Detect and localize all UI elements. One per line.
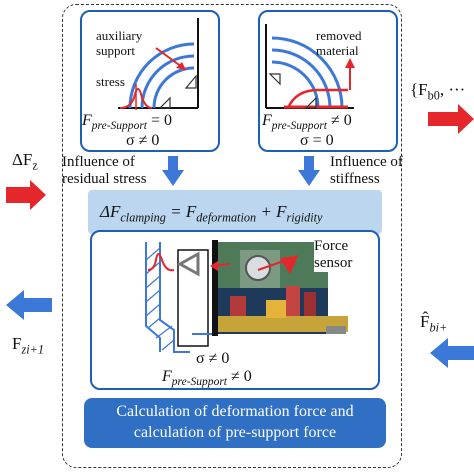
calculation-box: Calculation of deformation force and cal… xyxy=(84,398,386,448)
red-arrow-right-icon xyxy=(6,180,46,210)
blue-arrow-left-icon-2 xyxy=(430,338,474,368)
calculation-line-1: Calculation of deformation force and xyxy=(116,403,354,420)
down-arrow-left-icon xyxy=(162,156,184,186)
removed-material-drawing xyxy=(265,24,355,109)
sigma-right: σ = 0 xyxy=(300,132,334,149)
panel-removed-material xyxy=(258,10,398,152)
influence-stiffness-label: Influence of stiffness xyxy=(330,154,403,187)
red-arrow-right-icon-2 xyxy=(428,104,474,134)
delta-fz-label: ΔFz xyxy=(12,150,38,173)
fz-next-label: Fzi+1 xyxy=(12,334,45,357)
down-arrow-right-icon xyxy=(298,156,320,186)
clamping-force-formula: ΔFclamping = Fdeformation + Frigidity xyxy=(100,202,323,225)
support-ring-drawing xyxy=(118,18,199,110)
pre-support-equation-bottom: Fpre-Support ≠ 0 xyxy=(162,368,252,389)
pre-support-equation-right: Fpre-Support ≠ 0 xyxy=(262,112,352,133)
fixture-drawing xyxy=(145,240,348,353)
calculation-line-2: calculation of pre-support force xyxy=(133,424,337,441)
blue-arrow-left-icon xyxy=(6,290,52,320)
pre-support-equation-left: Fpre-Support = 0 xyxy=(82,112,173,133)
sigma-left: σ ≠ 0 xyxy=(126,132,160,149)
removed-material-label: removed material xyxy=(316,28,362,58)
panel-with-support xyxy=(80,10,220,152)
sigma-bottom: σ ≠ 0 xyxy=(196,350,230,367)
clamping-force-formula-box xyxy=(88,190,382,234)
fb-hat-label: F̂bi+ xyxy=(420,312,448,335)
influence-residual-stress-label: Influence of residual stress xyxy=(62,154,147,187)
dashed-container xyxy=(62,4,402,468)
force-sensor-label: Force sensor xyxy=(314,238,353,272)
fb-set-label: {Fb0, ··· xyxy=(410,80,466,103)
auxiliary-support-label: auxiliary support xyxy=(96,28,143,58)
stress-label: stress xyxy=(96,74,125,89)
